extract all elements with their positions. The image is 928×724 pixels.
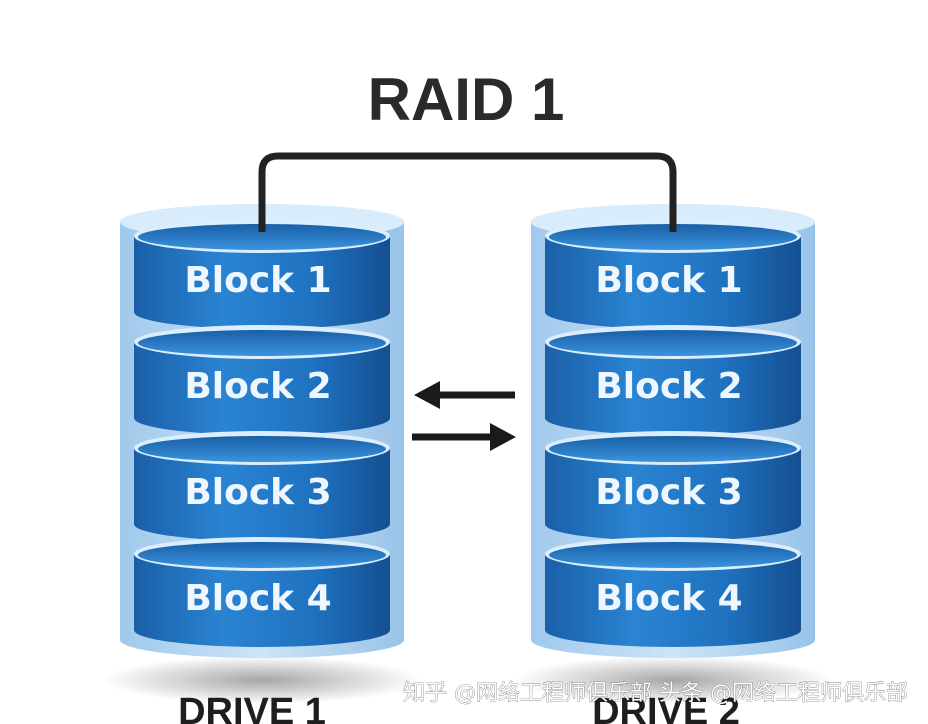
disk-block-top <box>138 330 386 356</box>
disk-block: Block 1 <box>545 219 801 329</box>
disk-block: Block 4 <box>545 537 801 647</box>
disk-block-top <box>549 436 797 462</box>
disk-block: Block 2 <box>545 325 801 435</box>
drive-label: DRIVE 1 <box>178 691 326 724</box>
disk-block: Block 2 <box>134 325 390 435</box>
disk-block-label: Block 2 <box>184 366 331 407</box>
arrow-right-icon <box>412 423 516 451</box>
disk-block-label: Block 2 <box>595 366 742 407</box>
disk-block-body <box>134 448 390 541</box>
drive-blocks: Block 1 Block 2 Block 3 Block 4 <box>134 219 390 647</box>
disk-block-top <box>549 542 797 568</box>
disk-block-body <box>545 554 801 647</box>
disk-block-label: Block 4 <box>595 578 742 619</box>
arrow-left-icon <box>414 381 515 409</box>
drive-blocks: Block 1 Block 2 Block 3 Block 4 <box>545 219 801 647</box>
disk-block-label: Block 4 <box>184 578 331 619</box>
disk-block-top <box>138 542 386 568</box>
disk-block-top <box>549 224 797 250</box>
disk-block-top <box>138 436 386 462</box>
disk-block-body <box>134 236 390 329</box>
disk-block: Block 1 <box>134 219 390 329</box>
watermark: 知乎 @网络工程师俱乐部 头条 @网络工程师俱乐部 <box>403 681 908 706</box>
disk-block: Block 4 <box>134 537 390 647</box>
disk-block-label: Block 3 <box>595 472 742 513</box>
drive-1: Block 1 Block 2 Block 3 Block 4 DRIVE 1 <box>102 204 422 724</box>
disk-block-top <box>549 330 797 356</box>
diagram-title: RAID 1 <box>368 66 565 133</box>
disk-block-body <box>545 342 801 435</box>
drive-shadow <box>513 656 833 704</box>
disk-block-label: Block 1 <box>184 260 331 301</box>
disk-block: Block 3 <box>545 431 801 541</box>
disk-block-body <box>134 342 390 435</box>
mirror-connector-line <box>258 152 677 232</box>
disk-block: Block 3 <box>134 431 390 541</box>
drive-label: DRIVE 2 <box>592 691 740 724</box>
disk-block-label: Block 1 <box>595 260 742 301</box>
disk-block-body <box>545 236 801 329</box>
disk-block-label: Block 3 <box>184 472 331 513</box>
disk-block-body <box>545 448 801 541</box>
mirror-arrows-icon <box>412 381 516 451</box>
drive-2: Block 1 Block 2 Block 3 Block 4 DRIVE 2 <box>513 204 833 724</box>
disk-block-body <box>134 554 390 647</box>
disk-block-top <box>138 224 386 250</box>
drive-shadow <box>102 656 422 704</box>
